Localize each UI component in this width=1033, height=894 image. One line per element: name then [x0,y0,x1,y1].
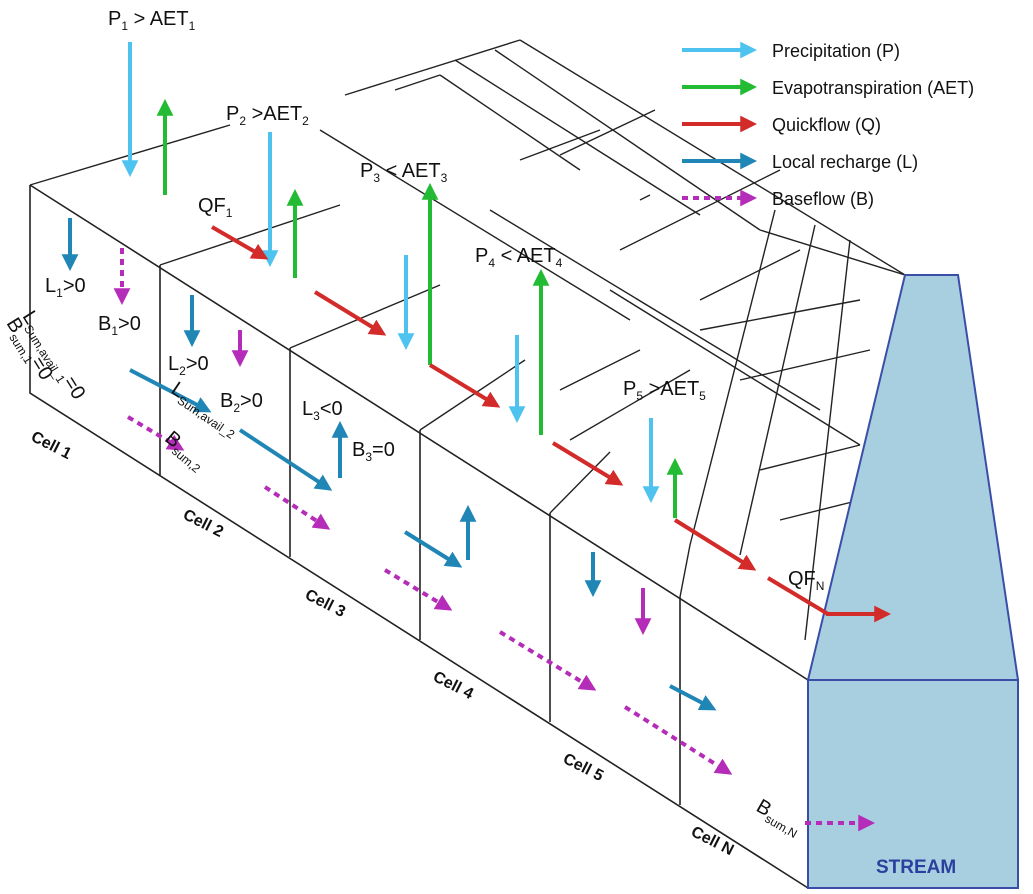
recharge-arrow [403,530,463,568]
stream-channel-front [807,679,1019,889]
baseflow-arrow [498,630,597,691]
quickflow-arrow [551,441,624,486]
p5-label: P5 >AET5 [623,378,706,403]
legend-precipitation-label: Precipitation (P) [772,41,900,61]
flux-arrows [61,42,892,832]
cell-label-4: Cell 4 [430,668,476,703]
bsumn-label: Bsum,N [751,795,805,841]
baseflow-arrow [263,485,331,530]
recharge-arrow [238,428,333,491]
l2-label: L2>0 [168,353,209,378]
block-front-face [29,184,809,889]
baseflow-arrow [383,568,453,611]
legend-quickflow-label: Quickflow (Q) [772,115,881,135]
quickflow-arrow [313,290,387,336]
quickflow-arrow [211,225,269,260]
top-surface-grid [29,39,906,641]
recharge-arrow [669,684,717,711]
cell-labels: Cell 1 Cell 2 Cell 3 Cell 4 Cell 5 Cell … [28,428,736,859]
qf1-label: QF1 [198,195,233,220]
l3-label: L3<0 [302,398,343,423]
b2-label: B2>0 [220,390,263,415]
recharge-arrow [129,368,212,413]
cell-label-2: Cell 2 [180,506,226,541]
p4-label: P4 < AET4 [475,245,563,270]
quickflow-arrow [428,363,501,408]
stream-label: STREAM [876,857,956,878]
qfn-label: QFN [788,568,824,593]
legend-evapotranspiration-label: Evapotranspiration (AET) [772,78,974,98]
cell-label-n: Cell N [688,823,736,859]
b3-label: B3=0 [352,439,395,464]
l1-label: L1>0 [45,275,86,300]
legend-baseflow-label: Baseflow (B) [772,189,874,209]
b1-label: B1>0 [98,313,141,338]
flux-labels: P1 > AET1 P2 >AET2 P3 < AET3 P4 < AET4 P… [2,8,825,841]
stream: STREAM [806,274,1020,889]
legend: Precipitation (P) Evapotranspiration (AE… [682,41,974,209]
p3-label: P3 < AET3 [360,160,448,185]
p2-label: P2 >AET2 [226,103,309,128]
cell-label-1: Cell 1 [28,428,74,463]
p1-label: P1 > AET1 [108,8,196,33]
quickflow-arrow [766,576,830,616]
quickflow-arrow [673,518,757,571]
legend-recharge-label: Local recharge (L) [772,152,918,172]
baseflow-arrow [623,705,733,775]
bsum2-label: Bsum,2 [159,427,211,476]
